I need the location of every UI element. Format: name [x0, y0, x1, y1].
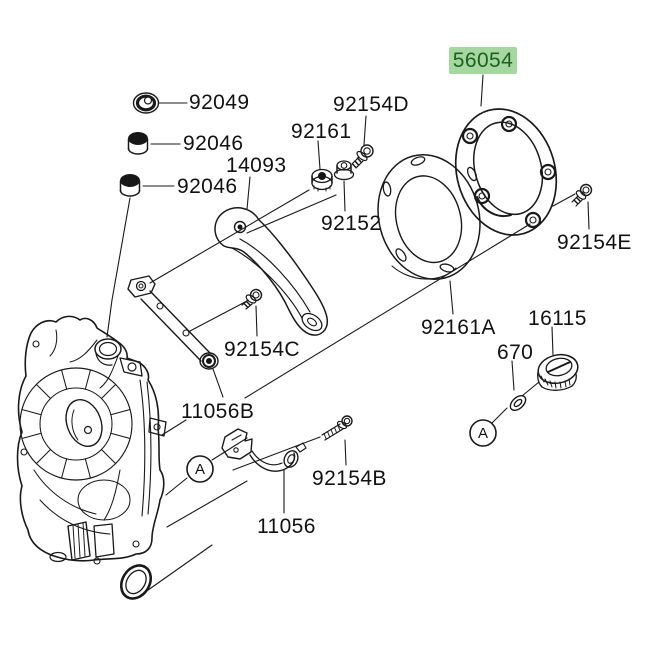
part-label-92049[interactable]: 92049	[189, 91, 250, 114]
part-label-92046-lower[interactable]: 92046	[177, 175, 238, 198]
marker-a-left-circle	[186, 455, 214, 483]
grommet-92161-drawing	[311, 168, 333, 192]
bolt-92154B-drawing	[321, 415, 353, 441]
part-label-14093[interactable]: 14093	[226, 154, 287, 177]
part-label-16115[interactable]: 16115	[528, 307, 587, 330]
oil-seal-drawing	[119, 564, 153, 600]
oil-cap-16115-drawing	[537, 353, 579, 391]
part-label-56054[interactable]: 56054	[449, 47, 517, 74]
bolt-92154D-drawing	[351, 144, 374, 169]
part-label-11056[interactable]: 11056	[257, 515, 316, 538]
cover-plate-56054-drawing	[454, 108, 558, 236]
part-label-92154D[interactable]: 92154D	[333, 93, 409, 116]
leader-lines	[106, 74, 590, 596]
cap-92046-lower-drawing	[119, 174, 141, 197]
cap-92046-upper-drawing	[127, 132, 149, 155]
bolt-92154C-drawing	[241, 288, 263, 310]
collar-92152-drawing	[333, 160, 355, 181]
part-label-92161A[interactable]: 92161A	[421, 316, 496, 339]
part-label-92152[interactable]: 92152	[321, 212, 382, 235]
detail-marker-a-right: A	[477, 425, 488, 442]
part-label-92046-upper[interactable]: 92046	[183, 132, 244, 155]
oring-670-drawing	[509, 395, 527, 411]
part-label-670[interactable]: 670	[497, 341, 534, 364]
gasket-92161A-drawing	[377, 154, 481, 280]
bolt-92154E-drawing	[571, 183, 593, 207]
part-label-92161[interactable]: 92161	[291, 120, 352, 143]
part-label-11056B[interactable]: 11056B	[181, 400, 255, 423]
part-label-92154C[interactable]: 92154C	[224, 338, 300, 361]
part-label-92154E[interactable]: 92154E	[557, 231, 632, 254]
clamp-11056-drawing	[221, 428, 307, 472]
engine-cover-drawing	[16, 315, 167, 565]
stay-11056B-drawing	[127, 275, 219, 370]
detail-marker-a-left: A	[194, 461, 205, 478]
bearing-92049-drawing	[132, 92, 160, 114]
marker-a-right-circle	[469, 419, 497, 447]
chain-guide-14093-drawing	[214, 207, 329, 336]
part-label-92154B[interactable]: 92154B	[312, 467, 387, 490]
